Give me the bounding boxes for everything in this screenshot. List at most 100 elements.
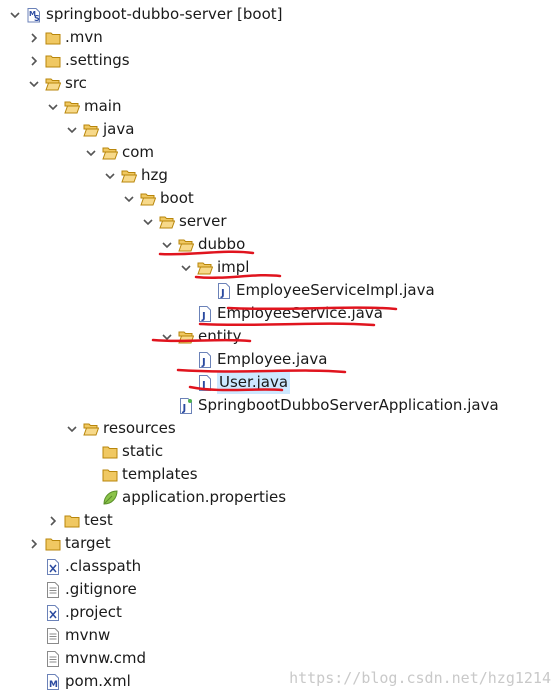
maven-pom-icon: M [45,673,61,690]
folder-icon [45,30,61,46]
twisty-spacer [160,394,174,417]
tree-item[interactable]: .gitignore [0,578,557,601]
tree-item-label: .project [65,603,122,621]
twisty-spacer [27,555,41,578]
svg-text:M: M [49,680,58,690]
tree-item-label: hzg [141,166,168,184]
tree-item[interactable]: impl [0,256,557,279]
tree-item-label: mvnw [65,626,111,644]
chevron-right-icon[interactable] [27,26,41,49]
tree-item-label: application.properties [122,488,287,506]
svg-text:J: J [201,380,206,391]
folder-open-icon [178,237,194,253]
tree-item[interactable]: resources [0,417,557,440]
tree-item-label: SpringbootDubboServerApplication.java [198,396,499,414]
tree-item[interactable]: .settings [0,49,557,72]
tree-item-label: .classpath [65,557,142,575]
twisty-spacer [179,348,193,371]
folder-open-icon [140,191,156,207]
tree-item[interactable]: java [0,118,557,141]
twisty-spacer [84,440,98,463]
tree-item-label: User.java [217,371,291,394]
chevron-right-icon[interactable] [27,49,41,72]
chevron-down-icon[interactable] [65,417,79,440]
tree-item[interactable]: test [0,509,557,532]
chevron-down-icon[interactable] [8,3,22,26]
chevron-down-icon[interactable] [141,210,155,233]
tree-item-label: src [65,74,87,92]
folder-icon [102,444,118,460]
tree-item-label: com [122,143,155,161]
tree-item[interactable]: dubbo [0,233,557,256]
tree-item[interactable]: target [0,532,557,555]
svg-text:J: J [201,357,206,368]
tree-item[interactable]: entity [0,325,557,348]
tree-item[interactable]: templates [0,463,557,486]
tree-item[interactable]: .classpath [0,555,557,578]
tree-item[interactable]: static [0,440,557,463]
folder-open-icon [121,168,137,184]
tree-item[interactable]: server [0,210,557,233]
tree-item[interactable]: mvnw.cmd [0,647,557,670]
folder-icon [64,513,80,529]
tree-item[interactable]: com [0,141,557,164]
tree-item-label: resources [103,419,176,437]
chevron-down-icon[interactable] [84,141,98,164]
chevron-down-icon[interactable] [65,118,79,141]
chevron-down-icon[interactable] [179,256,193,279]
java-file-icon: J [197,305,213,322]
tree-item-label: mvnw.cmd [65,649,147,667]
chevron-down-icon[interactable] [160,325,174,348]
tree-item-label: .settings [65,51,130,69]
twisty-spacer [179,302,193,325]
folder-open-icon [64,99,80,115]
tree-item[interactable]: J Employee.java [0,348,557,371]
tree-item-label: static [122,442,164,460]
chevron-right-icon[interactable] [27,532,41,555]
twisty-spacer [179,371,193,394]
chevron-down-icon[interactable] [27,72,41,95]
chevron-down-icon[interactable] [103,164,117,187]
tree-item[interactable]: src [0,72,557,95]
tree-item-label: dubbo [198,235,246,253]
twisty-spacer [27,670,41,693]
tree-item[interactable]: hzg [0,164,557,187]
tree-item-label: Employee.java [217,350,328,368]
tree-item-label: .mvn [65,28,103,46]
text-file-icon [45,650,61,667]
tree-item[interactable]: mvnw [0,624,557,647]
tree-item[interactable]: .project [0,601,557,624]
tree-item-label: templates [122,465,198,483]
chevron-down-icon[interactable] [160,233,174,256]
watermark: https://blog.csdn.net/hzg1214 [289,669,551,687]
chevron-down-icon[interactable] [122,187,136,210]
twisty-spacer [27,647,41,670]
chevron-down-icon[interactable] [46,95,60,118]
folder-icon [102,467,118,483]
twisty-spacer [27,624,41,647]
tree-item-label: EmployeeServiceImpl.java [236,281,435,299]
folder-icon [45,536,61,552]
svg-text:S: S [34,14,40,23]
java-app-file-icon: J [178,397,194,414]
tree-item[interactable]: boot [0,187,557,210]
twisty-spacer [84,463,98,486]
tree-item-label: server [179,212,227,230]
xml-file-icon [45,558,61,575]
tree-item[interactable]: application.properties [0,486,557,509]
tree-item[interactable]: .mvn [0,26,557,49]
text-file-icon [45,627,61,644]
tree-item[interactable]: main [0,95,557,118]
properties-file-icon [102,489,118,506]
tree-item[interactable]: J User.java [0,371,557,394]
twisty-spacer [27,578,41,601]
tree-item-label: boot [160,189,194,207]
chevron-right-icon[interactable] [46,509,60,532]
svg-text:M: M [29,10,36,18]
